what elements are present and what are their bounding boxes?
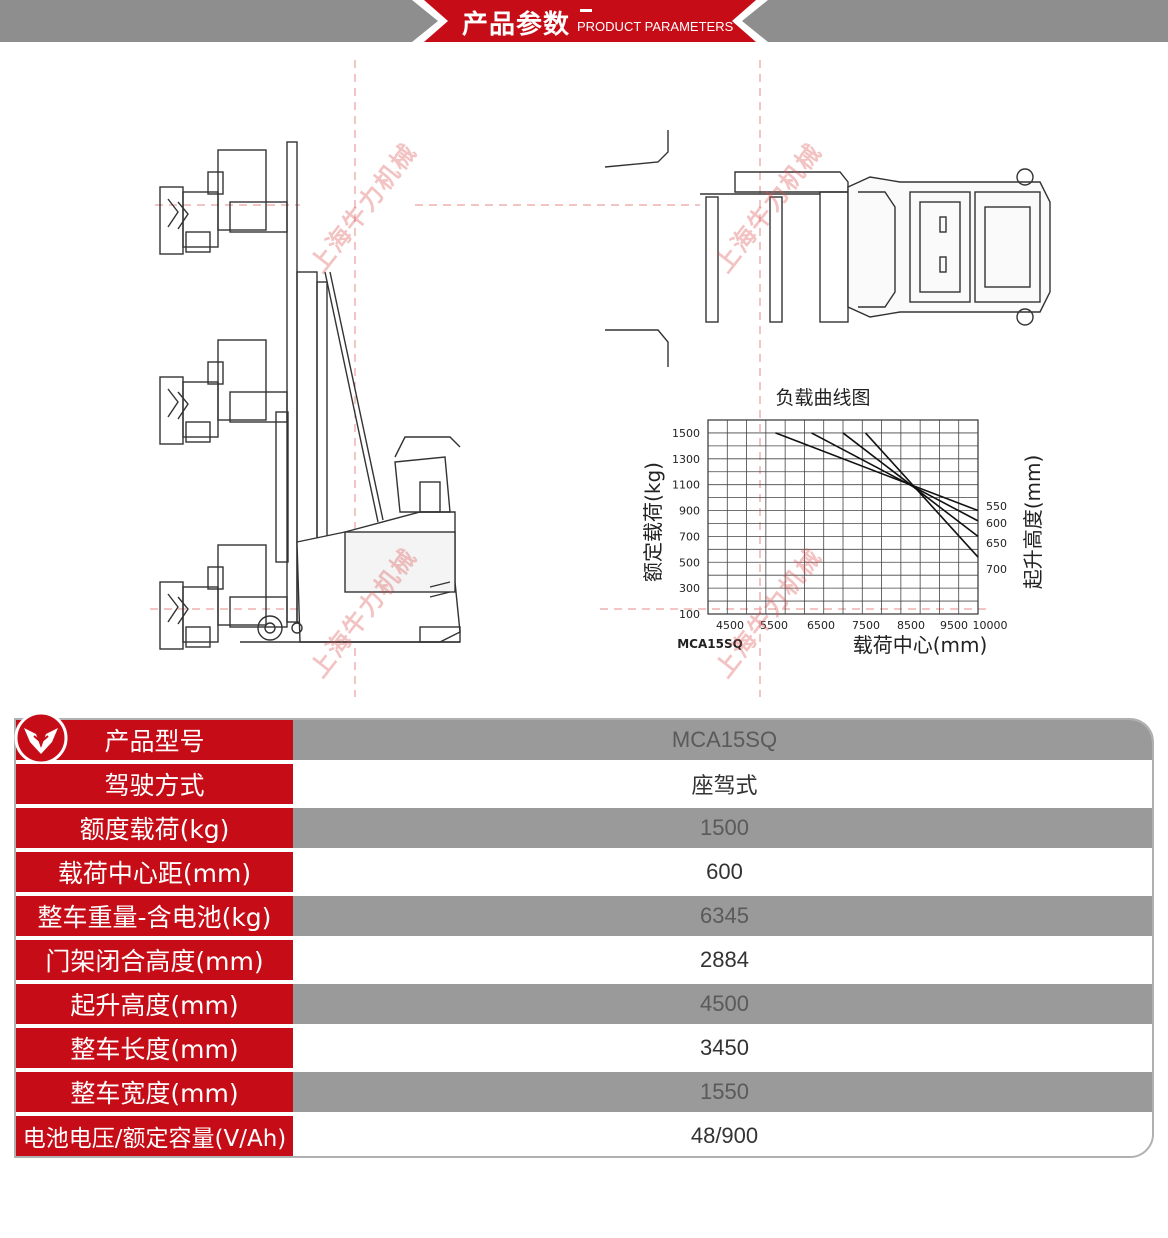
spec-row-weight: 整车重量-含电池(kg) 6345 (16, 896, 1152, 940)
spec-row-drive: 驾驶方式 座驾式 (16, 764, 1152, 808)
top-view-forklift (604, 130, 1051, 367)
spec-value: 600 (293, 852, 1152, 892)
brand-logo (14, 712, 68, 764)
series-line (811, 432, 979, 522)
y-tick-label: 300 (679, 582, 700, 595)
page-header: 产品参数 PRODUCT PARAMETERS (0, 0, 1168, 42)
y-tick-label: 700 (679, 530, 700, 543)
x-tick-label: 7500 (852, 619, 880, 632)
chart-grid (707, 419, 979, 615)
clamp-middle (159, 339, 288, 445)
y-tick-label: 1300 (672, 453, 700, 466)
y-tick-label: 500 (679, 556, 700, 569)
spec-value: 1500 (293, 808, 1152, 848)
spec-row-length: 整车长度(mm) 3450 (16, 1028, 1152, 1072)
x-tick-label: 4500 (716, 619, 744, 632)
technical-drawings: 1500 1300 1100 900 700 500 300 100 4500 5500 6500 7… (0, 42, 1168, 712)
chart-lines (775, 432, 979, 558)
spec-label: 载荷中心距(mm) (16, 852, 293, 892)
series-label: 650 (986, 537, 1007, 550)
series-line (775, 432, 979, 512)
spec-row-model: 产品型号 MCA15SQ (16, 720, 1152, 764)
x-tick-label: 5500 (760, 619, 788, 632)
clamp-bottom (159, 544, 288, 650)
series-label: 550 (986, 500, 1007, 513)
x-tick-label: 9500 (940, 619, 968, 632)
spec-value: 2884 (293, 940, 1152, 980)
y-tick-label: 1100 (672, 479, 700, 492)
y-tick-label: 900 (679, 505, 700, 518)
section-title: 产品参数 (462, 10, 571, 40)
y2-axis-label: 起升高度(mm) (1021, 455, 1045, 590)
chart-labels: 1500 1300 1100 900 700 500 300 100 4500 5500 6500 7… (641, 387, 1045, 657)
spec-label: 电池电压/额定容量(V/Ah) (16, 1116, 293, 1156)
spec-value: 48/900 (293, 1116, 1152, 1156)
spec-label: 门架闭合高度(mm) (16, 940, 293, 980)
spec-value: 3450 (293, 1028, 1152, 1068)
spec-label: 整车重量-含电池(kg) (16, 896, 293, 936)
drawing-canvas: 1500 1300 1100 900 700 500 300 100 4500 5500 6500 7… (150, 60, 1051, 697)
series-label: 600 (986, 517, 1007, 530)
x-tick-label: 10000 (973, 619, 1008, 632)
model-label: MCA15SQ (677, 637, 743, 651)
spec-row-load-center: 载荷中心距(mm) 600 (16, 852, 1152, 896)
spec-value: 6345 (293, 896, 1152, 936)
spec-value: 4500 (293, 984, 1152, 1024)
spec-label: 起升高度(mm) (16, 984, 293, 1024)
x-tick-label: 6500 (807, 619, 835, 632)
chart-title: 负载曲线图 (775, 387, 870, 409)
spec-value: 1550 (293, 1072, 1152, 1112)
header-ribbon (412, 0, 768, 42)
spec-label: 整车长度(mm) (16, 1028, 293, 1068)
spec-label: 驾驶方式 (16, 764, 293, 804)
spec-value: MCA15SQ (293, 720, 1152, 760)
series-label: 700 (986, 563, 1007, 576)
x-axis-label: 载荷中心(mm) (853, 633, 988, 657)
y-tick-label: 1500 (672, 427, 700, 440)
spec-value: 座驾式 (293, 764, 1152, 804)
x-tick-label: 8500 (897, 619, 925, 632)
spec-label: 额度载荷(kg) (16, 808, 293, 848)
spec-row-capacity: 额度载荷(kg) 1500 (16, 808, 1152, 852)
series-line (864, 432, 979, 558)
clamp-top (159, 149, 288, 255)
y-tick-label: 100 (679, 608, 700, 621)
spec-row-battery: 电池电压/额定容量(V/Ah) 48/900 (16, 1116, 1152, 1156)
section-subtitle: PRODUCT PARAMETERS (577, 19, 734, 34)
spec-row-mast-height: 门架闭合高度(mm) 2884 (16, 940, 1152, 984)
title-dash (580, 9, 592, 12)
spec-label: 整车宽度(mm) (16, 1072, 293, 1112)
side-view-forklift (159, 141, 461, 650)
spec-table: 产品型号 MCA15SQ 驾驶方式 座驾式 额度载荷(kg) 1500 载荷中心… (14, 718, 1154, 1158)
series-line (842, 432, 979, 538)
y-axis-label: 额定载荷(kg) (641, 462, 665, 582)
spec-row-width: 整车宽度(mm) 1550 (16, 1072, 1152, 1116)
spec-row-lift-height: 起升高度(mm) 4500 (16, 984, 1152, 1028)
